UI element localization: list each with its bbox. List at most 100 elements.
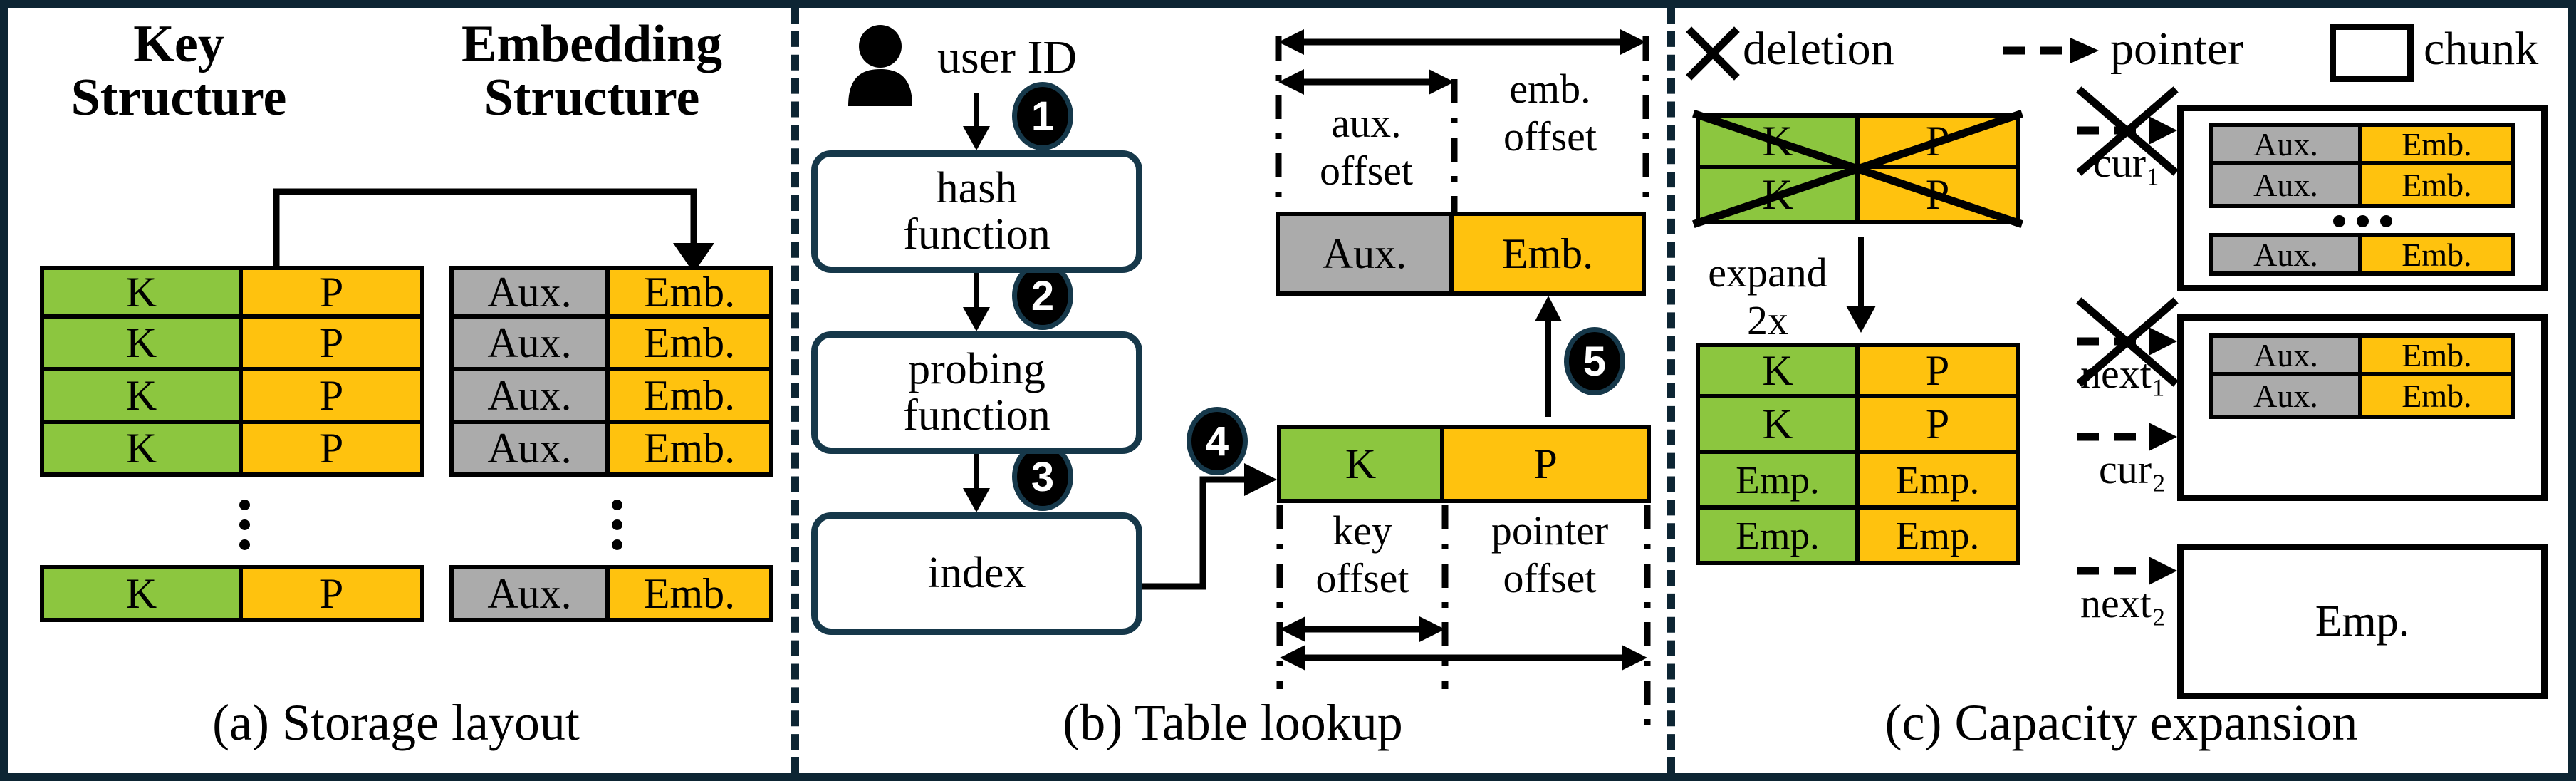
pointer-arrow-key-to-embedding (273, 188, 714, 273)
aux-cell: Aux. (2209, 123, 2362, 165)
table-row: Aux. Emb. (2209, 123, 2515, 165)
aux-cell: Aux. (449, 319, 610, 371)
expand-arrow (1846, 237, 1876, 333)
pointer-offset-label-line1: pointer (1491, 507, 1609, 554)
aux-cell: Aux. (2209, 233, 2362, 276)
key-cell: K (40, 565, 243, 622)
table-row: K P (1277, 425, 1651, 503)
pointer-cell: P (243, 266, 424, 319)
panel-a-caption: (a) Storage layout (212, 694, 580, 751)
key-structure-heading-line2: Structure (71, 68, 287, 128)
index-to-key-record-arrow (1142, 463, 1277, 590)
process-box-hash-function-line2: function (903, 210, 1050, 259)
pointer-cell: P (1444, 425, 1651, 503)
chunk-1-tail-row: Aux. Emb. (2209, 233, 2515, 276)
key-offset-label-line1: key (1333, 507, 1392, 554)
legend-deletion-label: deletion (1743, 23, 1894, 75)
table-row: Aux. Emb. (2209, 233, 2515, 276)
key-cell: K (40, 424, 243, 477)
table-row: Aux. Emb. (2209, 333, 2515, 376)
key-cell: Emp. (1696, 510, 1860, 565)
table-row: Aux. Emb. (2209, 165, 2515, 208)
emb-offset-label: emb. offset (1454, 65, 1646, 160)
key-offset-measures (1276, 505, 1651, 735)
legend-pointer-label: pointer (2110, 23, 2243, 75)
pointer-cell: Emp. (1860, 510, 2020, 565)
legend-deletion-x-icon (1686, 26, 1740, 81)
process-box-probing-function-line1: probing (908, 344, 1045, 393)
chunk-pointer-label-next2: next₂ (2080, 580, 2166, 626)
before-table-deletion-x-icon (1692, 110, 2023, 228)
key-cell: K (1696, 398, 1860, 454)
process-box-hash-function-line1: hash (936, 163, 1018, 212)
key-structure-last-row: K P (40, 565, 424, 622)
step-badge-1: 1 (1012, 82, 1073, 150)
embedding-record: Aux. Emb. (1276, 212, 1646, 296)
chunk-pointer-label-next1: next₁ (2080, 351, 2166, 397)
pointer-cell: P (243, 424, 424, 477)
panel-divider-b-c (1667, 8, 1675, 773)
table-row: K P (40, 319, 424, 371)
chunk-3-empty-label: Emp. (2315, 596, 2410, 646)
chunk-pointer-arrows (2076, 86, 2179, 585)
table-row: Emp. Emp. (1696, 510, 2020, 565)
pointer-cell: P (1860, 343, 2020, 398)
panel-b-caption: (b) Table lookup (1063, 694, 1403, 751)
aux-offset-label: aux. offset (1278, 99, 1454, 195)
aux-cell: Aux. (449, 371, 610, 424)
aux-offset-label-line1: aux. (1331, 100, 1402, 146)
chunk-1: Aux. Emb. Aux. Emb. Aux. Emb. (2177, 105, 2548, 291)
key-cell: K (1696, 343, 1860, 398)
panel-divider-a-b (791, 8, 799, 773)
embedding-cell: Emb. (2362, 123, 2515, 165)
table-row: Aux. Emb. (449, 424, 773, 477)
embedding-offset-measures (1275, 29, 1649, 212)
key-structure-ellipsis (239, 500, 250, 550)
key-structure-table: K P K P K P K P (40, 266, 424, 477)
table-row: Aux. Emb. (449, 371, 773, 424)
embedding-cell: Emb. (610, 565, 773, 622)
aux-cell: Aux. (449, 565, 610, 622)
embedding-cell: Emb. (2362, 165, 2515, 208)
aux-cell: Aux. (1276, 212, 1454, 296)
expand-label-line1: expand (1708, 249, 1827, 296)
embedding-structure-heading: Embedding Structure (421, 17, 763, 128)
key-offset-label: key offset (1280, 507, 1445, 602)
chunk-pointer-label-cur1: cur₁ (2093, 140, 2161, 186)
pointer-cell: P (1860, 398, 2020, 454)
step-badge-4: 4 (1187, 407, 1248, 475)
expand-label-line2: 2x (1747, 297, 1788, 343)
pointer-cell: P (243, 319, 424, 371)
panel-b: user ID 1 2 3 hash function probing func… (798, 8, 1667, 773)
pointer-cell: P (243, 565, 424, 622)
pointer-to-embedding-arrow (1535, 296, 1562, 417)
table-row: Aux. Emb. (1276, 212, 1646, 296)
key-cell: K (40, 266, 243, 319)
process-box-index-line1: index (927, 549, 1026, 598)
table-row: Aux. Emb. (449, 319, 773, 371)
embedding-cell: Emb. (610, 424, 773, 477)
embedding-cell: Emb. (2362, 333, 2515, 376)
embedding-cell: Emb. (610, 371, 773, 424)
chunk-2-rows: Aux. Emb. Aux. Emb. (2209, 333, 2515, 419)
embedding-structure-heading-line2: Structure (484, 68, 700, 128)
process-box-probing-function: probing function (811, 331, 1142, 454)
embedding-cell: Emb. (2362, 233, 2515, 276)
aux-cell: Aux. (449, 424, 610, 477)
embedding-structure-table: Aux. Emb. Aux. Emb. Aux. Emb. Aux. Emb. (449, 266, 773, 477)
table-row: K P (40, 424, 424, 477)
pointer-cell: Emp. (1860, 454, 2020, 510)
key-cell: Emp. (1696, 454, 1860, 510)
after-expansion-table: K P K P Emp. Emp. Emp. Emp. (1696, 343, 2020, 565)
step-badge-5: 5 (1564, 327, 1625, 395)
process-box-index: index (811, 512, 1142, 635)
table-row: Emp. Emp. (1696, 454, 2020, 510)
step-badge-3: 3 (1012, 443, 1073, 511)
chunk-pointer-label-cur2: cur₂ (2099, 446, 2166, 492)
key-cell: K (1277, 425, 1444, 503)
chunk-2: Aux. Emb. Aux. Emb. (2177, 314, 2548, 501)
embedding-cell: Emb. (2362, 376, 2515, 419)
table-row: K P (40, 266, 424, 319)
user-icon (848, 25, 912, 106)
